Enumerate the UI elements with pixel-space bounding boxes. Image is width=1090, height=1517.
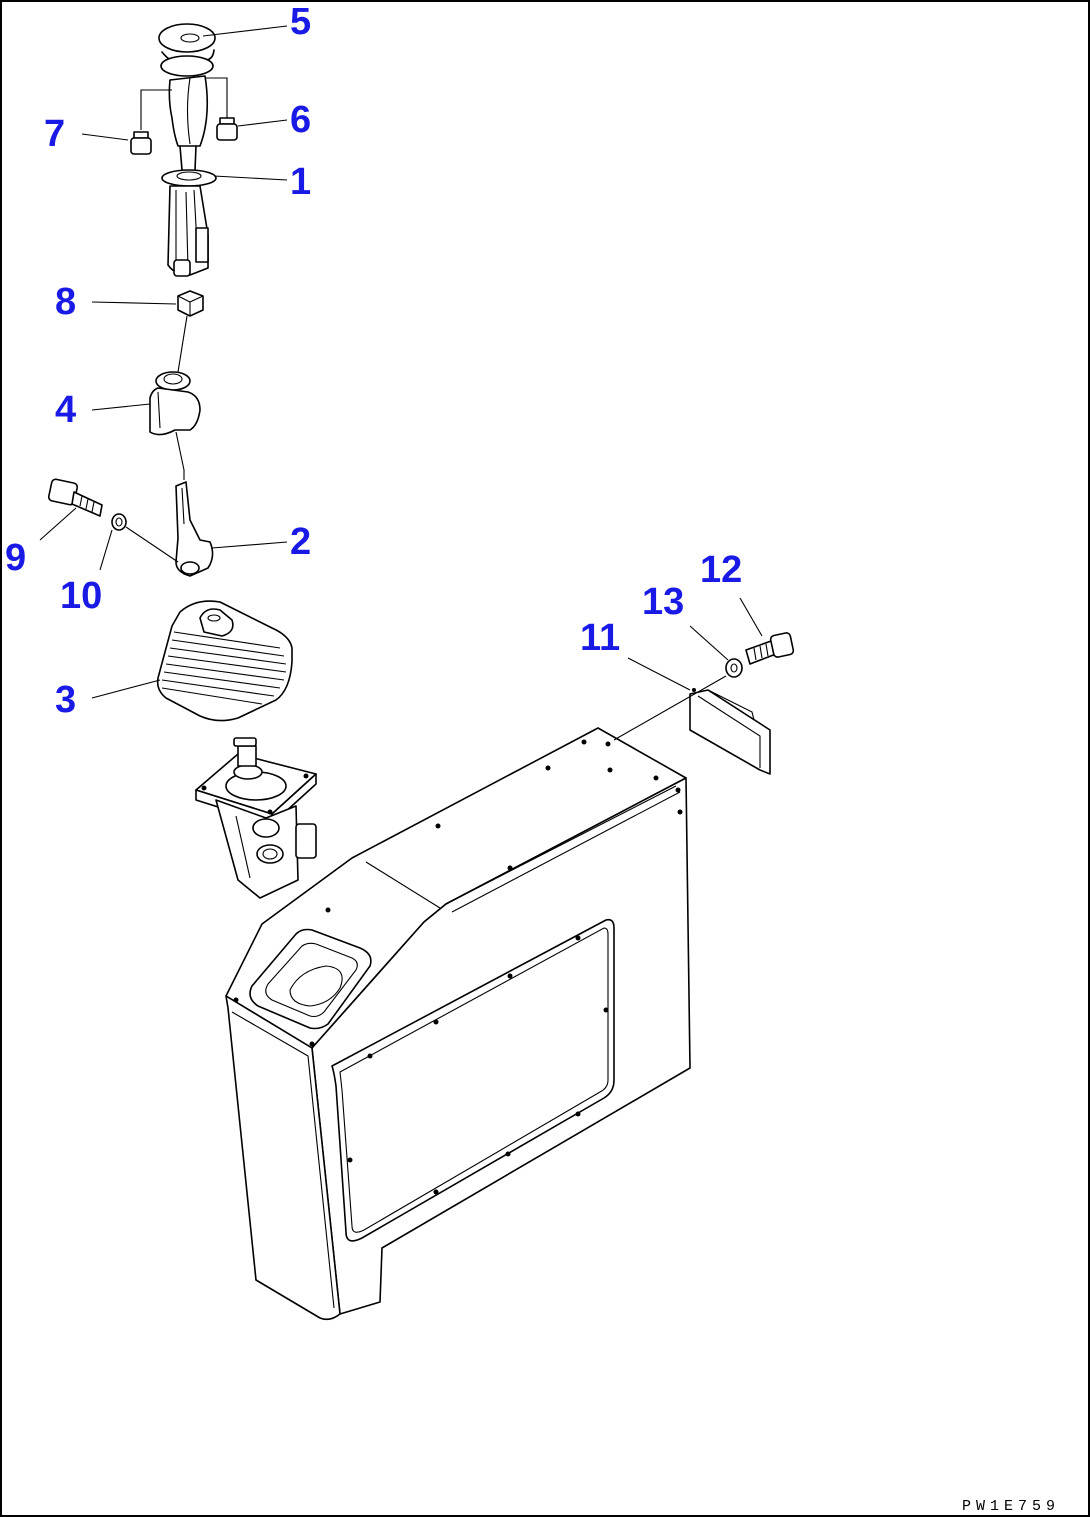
callout-9: 9	[5, 537, 26, 579]
callout-4: 4	[55, 389, 76, 431]
callout-13: 13	[642, 581, 684, 623]
callout-10: 10	[60, 575, 102, 617]
callout-11: 11	[580, 617, 620, 659]
lever-grip-part	[130, 23, 238, 277]
bolt-washer-parts	[47, 478, 179, 563]
callout-5: 5	[290, 1, 311, 43]
callout-2: 2	[290, 521, 311, 563]
pilot-valve-part	[195, 737, 317, 899]
rubber-boot-part	[156, 600, 293, 722]
console-box-part	[225, 727, 691, 1321]
callout-6: 6	[290, 99, 311, 141]
callout-3: 3	[55, 679, 76, 721]
lever-bracket-part	[149, 371, 201, 480]
bracket-plate-part	[689, 688, 771, 775]
bolt-12-washer-13-parts	[725, 632, 795, 678]
nut-part	[177, 290, 204, 373]
callout-labels: 5 7 6 1 8 4 9 2 10 12 13 11 3	[5, 1, 742, 721]
callout-1: 1	[290, 161, 311, 203]
leader-lines	[39, 25, 763, 741]
callout-7: 7	[44, 113, 65, 155]
callout-8: 8	[55, 281, 76, 323]
callout-12: 12	[700, 549, 742, 591]
lever-arm-part	[175, 481, 214, 577]
drawing-code: PW1E759	[962, 1498, 1060, 1515]
